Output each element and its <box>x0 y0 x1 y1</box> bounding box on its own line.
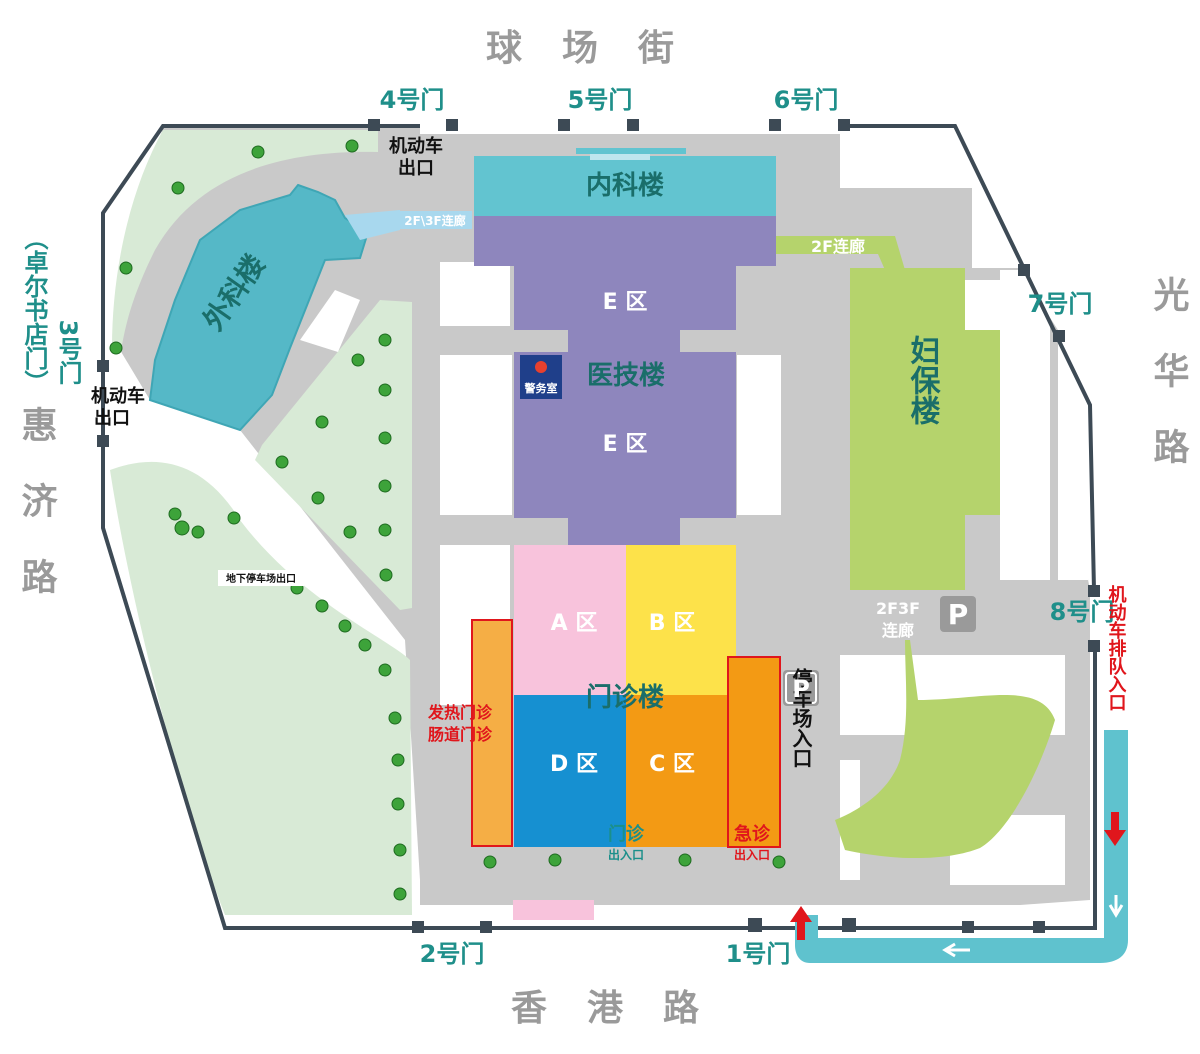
corridor-2f-label: 2F连廊 <box>811 237 865 256</box>
zone-c-label: C 区 <box>649 752 695 777</box>
fever-clinic-block <box>471 619 513 847</box>
maternity-building <box>776 236 1055 859</box>
internal-medicine-building <box>474 148 776 216</box>
surgery-building <box>148 183 400 432</box>
corridor-2f3f-label: 2F\3F连廊 <box>404 213 465 228</box>
emergency-block <box>727 656 781 848</box>
intestinal-clinic-label: 肠道门诊 <box>428 725 493 744</box>
green-triangle <box>255 300 412 610</box>
internal-medicine-label: 内科楼 <box>586 171 664 201</box>
vehicle-exit-north-1: 机动车 <box>389 135 443 157</box>
zone-d-label: D 区 <box>550 752 598 777</box>
corridor-2f-bridge <box>776 236 905 270</box>
corridor-2f3f-b-1: 2F3F <box>876 599 920 618</box>
outpatient-label: 门诊楼 <box>586 682 664 713</box>
parking-icon-1 <box>940 596 976 632</box>
gate-7-label: 7号门 <box>1028 290 1093 318</box>
gate-6-label: 6号门 <box>774 86 839 114</box>
gate-posts <box>97 119 1100 933</box>
street-west: 惠济路 <box>16 406 58 634</box>
street-north: 球场街 <box>486 28 714 69</box>
clinic-entrance-sub-label: 出入口 <box>608 847 644 862</box>
gate-2-label: 2号门 <box>420 940 485 968</box>
emergency-sub-label: 出入口 <box>734 847 770 862</box>
gate-1-label: 1号门 <box>726 940 791 968</box>
street-south: 香港路 <box>511 988 739 1029</box>
police-label: 警务室 <box>524 381 558 395</box>
parking-exit-label-box <box>218 570 304 586</box>
zone-c-block <box>626 695 730 847</box>
vehicle-queue-label: 机动车排队入口 <box>1106 585 1127 711</box>
zone-b-block <box>626 545 736 695</box>
trees <box>109 139 786 901</box>
zone-b-label: B 区 <box>649 611 695 636</box>
maternity-annex <box>835 640 1055 859</box>
vehicle-exit-west-2: 出口 <box>94 407 130 429</box>
corridor-2f3f-b-2: 连廊 <box>882 621 914 640</box>
parking-symbol-2: P <box>792 675 810 703</box>
medical-tech-label: 医技楼 <box>587 361 665 391</box>
maternity-label: 妇保楼 <box>905 335 941 425</box>
green-west <box>110 461 412 915</box>
parking-icon-2 <box>783 670 819 706</box>
perimeter-wall-west <box>101 124 1097 930</box>
gate-4-label: 4号门 <box>380 86 445 114</box>
corridor-2f3f-box <box>398 211 472 229</box>
zone-d-block <box>514 695 626 847</box>
clinic-entrance-label: 门诊 <box>608 823 645 845</box>
zone-e-top-label: E 区 <box>603 290 648 315</box>
gate-8-label: 8号门 <box>1050 598 1115 626</box>
queue-arrows <box>942 895 1124 958</box>
zone-a-label: A 区 <box>551 611 598 636</box>
red-arrow-up-icon <box>790 906 812 940</box>
street-east: 光华路 <box>1148 276 1190 504</box>
emergency-label: 急诊 <box>734 823 771 845</box>
red-arrow-down-icon <box>1104 812 1126 846</box>
medical-tech-building <box>474 216 776 545</box>
fever-clinic-label: 发热门诊 <box>427 703 493 722</box>
vehicle-exit-west-1: 机动车 <box>91 385 145 407</box>
vehicle-queue-lane <box>795 730 1128 963</box>
outpatient-building <box>471 545 781 920</box>
gate-5-label: 5号门 <box>568 86 633 114</box>
gate-3-note: （卓尔书店门） <box>20 226 48 394</box>
vehicle-exit-north-2: 出口 <box>398 157 434 179</box>
corridor-bridge-surgery <box>345 210 400 240</box>
parking-entrance-label: 停车场入口 <box>789 667 813 768</box>
police-badge-icon <box>535 361 547 373</box>
zone-a-block <box>514 545 626 695</box>
gate-3-label: 3号门 <box>54 320 82 386</box>
underground-parking-exit-label: 地下停车场出口 <box>226 572 296 585</box>
zone-e-bottom-label: E 区 <box>603 432 648 457</box>
outpatient-entrance-pad <box>513 900 594 920</box>
parking-symbol-1: P <box>948 598 969 631</box>
